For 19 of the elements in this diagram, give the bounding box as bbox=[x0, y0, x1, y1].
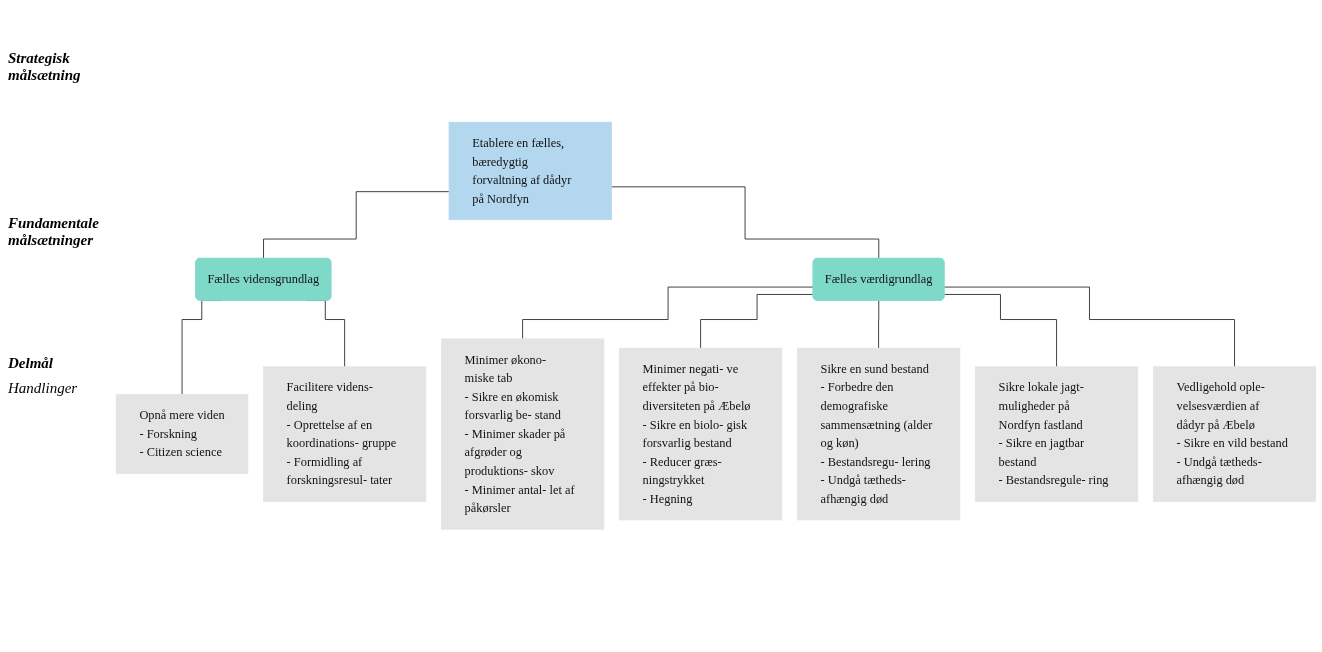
node-box: Minimer økono- miske tab - Sikre en økomisk forsvarlig be- stand - Minimer skader på afgrøder og produktions- skov - Minimer antal- let af påkørsler bbox=[440, 338, 605, 530]
connector bbox=[878, 300, 880, 349]
connector bbox=[943, 294, 1058, 368]
node-box: Minimer negati- ve effekter på bio- diversiteten på Æbelø - Sikre en biolo- gisk forsvarlig bestand - Reducer græs- ningstrykket - Hegning bbox=[618, 348, 783, 521]
node-box: Sikre en sund bestand - Forbedre den demografiske sammensætning (alder og køn) - Bestandsregu- lering - Undgå tætheds- afhængig død bbox=[796, 348, 961, 521]
level-label: Delmål bbox=[8, 355, 53, 372]
node-box: Opnå mere viden - Forskning - Citizen science bbox=[115, 394, 249, 475]
node-box: Etablere en fælles, bæredygtig forvaltning af dådyr på Nordfyn bbox=[448, 122, 612, 221]
node-box: Vedligehold ople- velsesværdien af dådyr på Æbelø - Sikre en vild bestand - Undgå tætheds- afhængig død bbox=[1152, 366, 1317, 503]
level-label: Fundamentale målsætninger bbox=[8, 215, 100, 249]
connector bbox=[943, 286, 1235, 368]
node-box: Facilitere videns- deling - Oprettelse af en koordinations- gruppe - Formidling af forskningsresul- tater bbox=[263, 366, 427, 503]
connector bbox=[263, 191, 450, 260]
level-label: Handlinger bbox=[8, 380, 78, 397]
connector bbox=[700, 294, 814, 349]
node-box: Sikre lokale jagt- muligheder på Nordfyn fastland - Sikre en jagtbar bestand - Bestandsregule- ring bbox=[974, 366, 1139, 503]
level-label: Strategisk målsætning bbox=[8, 50, 82, 84]
connector bbox=[522, 286, 814, 340]
connector bbox=[611, 186, 880, 260]
